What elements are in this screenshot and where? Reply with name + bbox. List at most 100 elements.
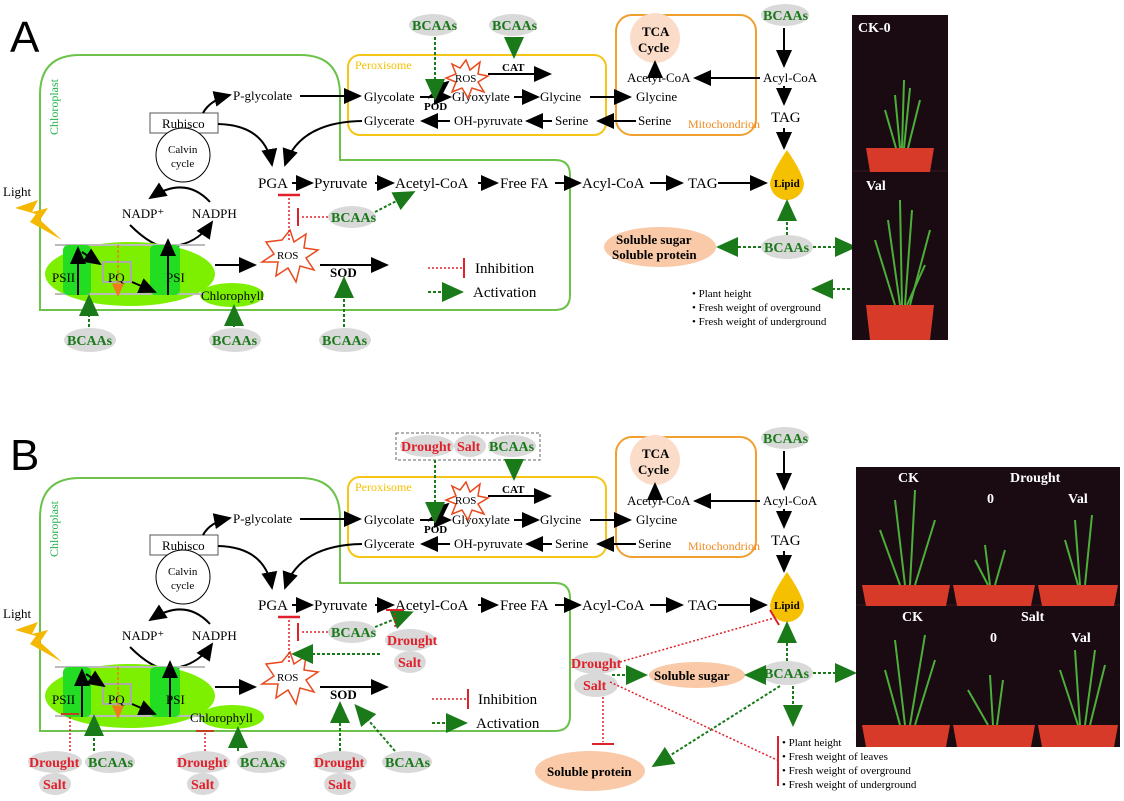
ros-burst [259,228,321,284]
bcaas-badge-acetyl [328,621,376,643]
legend-activation: Activation [473,285,537,301]
drought-label: Drought [29,756,80,771]
photo-label-drought: Drought [1010,471,1061,486]
legend-inhibition: Inhibition [475,261,535,277]
stress-badges-psii: Drought Salt BCAAs [28,713,135,795]
chlorophyll-label: Chlorophyll [201,288,264,303]
plant-photo-b: CK Drought 0 Val CK Salt 0 Val [856,467,1120,747]
glycolate: Glycolate [364,512,415,527]
stress-group-box [395,432,541,461]
nadp-plus: NADP⁺ [122,628,164,643]
bcaas-label: BCAAs [489,440,535,455]
psii-label: PSII [52,270,75,285]
drought-label: Drought [387,634,438,649]
salt-label: Salt [191,778,215,793]
bcaas-badge-acyl [761,4,809,26]
bcaas-badge-center [761,661,813,685]
calvin-cycle-circle [155,127,211,183]
legend-a: Inhibition Activation [428,258,537,302]
peroxisome-label: Peroxisome [355,480,412,494]
soluble-protein-label: Soluble protein [547,764,632,779]
photo-label-ck-salt: CK [902,610,923,625]
trait-item: • Fresh weight of overground [692,302,821,314]
rubisco-label: Rubisco [162,116,205,131]
ros-label-peroxisome: ROS [455,73,476,85]
acyl-coa: Acyl-CoA [582,176,645,192]
soluble-sugar-label: Soluble sugar [654,668,730,683]
soluble-node [604,227,716,267]
psi-complex [150,667,180,717]
tca-cycle-circle [630,435,680,485]
mitochondrion-membrane [615,14,757,136]
pod-label: POD [424,524,447,536]
photo-label-val: Val [866,179,886,194]
trait-item: • Fresh weight of underground [692,316,827,328]
pga: PGA [258,176,288,192]
nadp-plus: NADP⁺ [122,206,164,221]
tca-label: TCA [642,24,670,39]
trait-item: • Plant height [782,737,841,749]
panel-a: A Chloroplast Peroxisome Mitochondrion T… [3,4,948,352]
legend-inhibition: Inhibition [478,692,538,708]
cycle-label: Cycle [638,40,669,55]
drought-label: Drought [177,756,228,771]
free-fa: Free FA [500,176,549,192]
salt-label: Salt [583,679,607,694]
lipid-droplet [770,572,804,622]
bcaas-label: BCAAs [492,19,538,34]
cycle-label: Cycle [638,462,669,477]
tag: TAG [688,176,718,192]
photo-label-val-salt: Val [1071,631,1091,646]
cat-label: CAT [502,62,525,74]
bcaas-label: BCAAs [763,432,809,447]
lightning-icon [15,622,62,662]
psii-label: PSII [52,692,75,707]
soluble-sugar-label: Soluble sugar [616,232,692,247]
trait-item: • Fresh weight of leaves [782,751,888,763]
trait-list-a: • Plant height • Fresh weight of overgro… [692,288,827,328]
bcaas-badge-center [761,235,813,259]
bcaas-badge-psii [64,328,116,352]
serine-peroxisome: Serine [555,536,588,551]
chlorophyll-blob [200,283,264,307]
glycerate: Glycerate [364,113,415,128]
sod-label: SOD [330,265,357,280]
acyl-coa: Acyl-CoA [582,598,645,614]
chlorophyll-blob [200,705,264,729]
bcaas-badge-cat [489,14,537,36]
psi-complex [150,245,180,295]
pq-label: PQ [108,270,125,285]
glyoxylate: Glyoxylate [452,512,510,527]
photo-label-zero-salt: 0 [990,631,997,646]
pq-label: PQ [108,692,125,707]
tag-top: TAG [771,533,801,549]
bcaas-label: BCAAs [322,334,368,349]
panel-letter-a: A [10,13,40,62]
panel-letter-b: B [10,431,39,480]
salt-label: Salt [398,656,422,671]
trait-item: • Fresh weight of overground [782,765,911,777]
drought-label: Drought [314,756,365,771]
bcaas-badge-acetyl [328,206,376,228]
drought-label: Drought [401,440,452,455]
psi-label: PSI [166,692,185,707]
legend-activation: Activation [476,716,540,732]
mitochondrion-label: Mitochondrion [688,539,760,553]
salt-label: Salt [328,778,352,793]
acetyl-coa-mitochondrion: Acetyl-CoA [627,70,691,85]
chlorophyll-label: Chlorophyll [190,710,253,725]
photo-label-val-drought: Val [1068,492,1088,507]
glycolate: Glycolate [364,89,415,104]
glycine-peroxisome: Glycine [540,89,581,104]
pyruvate: Pyruvate [314,598,368,614]
bcaas-label: BCAAs [88,756,134,771]
pga: PGA [258,598,288,614]
calvin-label: Calvin [168,566,198,578]
nadph: NADPH [192,628,237,643]
bcaas-label: BCAAs [763,9,809,24]
ros-label: ROS [277,250,298,262]
free-fa: Free FA [500,598,549,614]
legend-b: Inhibition Activation [432,689,540,733]
tag-top: TAG [771,110,801,126]
